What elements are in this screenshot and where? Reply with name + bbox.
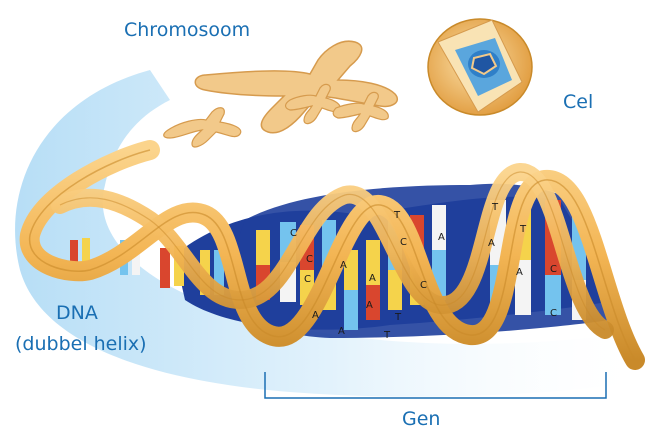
chromosome-small-1 [164, 108, 241, 147]
base-letter: T [491, 202, 499, 213]
base-letter: A [488, 238, 495, 249]
base-letter: T [383, 330, 391, 341]
base-letter: C [420, 280, 427, 291]
base-letter: C [304, 274, 311, 285]
base-letter: T [394, 312, 402, 323]
base-letter: A [516, 267, 523, 278]
base-letter: C [400, 237, 407, 248]
base-letter: C [550, 308, 557, 319]
label-gene: Gen [402, 410, 440, 429]
label-cell: Cel [563, 93, 593, 112]
base-letter: C [550, 264, 557, 275]
base-letter: A [366, 300, 373, 311]
base-letter: T [519, 224, 527, 235]
base-letter: C [290, 228, 297, 239]
label-dna: DNA [56, 304, 98, 323]
base-letter: A [338, 326, 345, 337]
label-double-helix: (dubbel helix) [15, 335, 147, 354]
base-letter: C [306, 254, 313, 265]
cell-illustration [428, 19, 532, 115]
base-letter: A [369, 273, 376, 284]
base-letter: A [312, 310, 319, 321]
base-letter: T [393, 210, 401, 221]
base-letter: A [340, 260, 347, 271]
label-chromosome: Chromosoom [124, 21, 250, 40]
base-letter: A [438, 232, 445, 243]
